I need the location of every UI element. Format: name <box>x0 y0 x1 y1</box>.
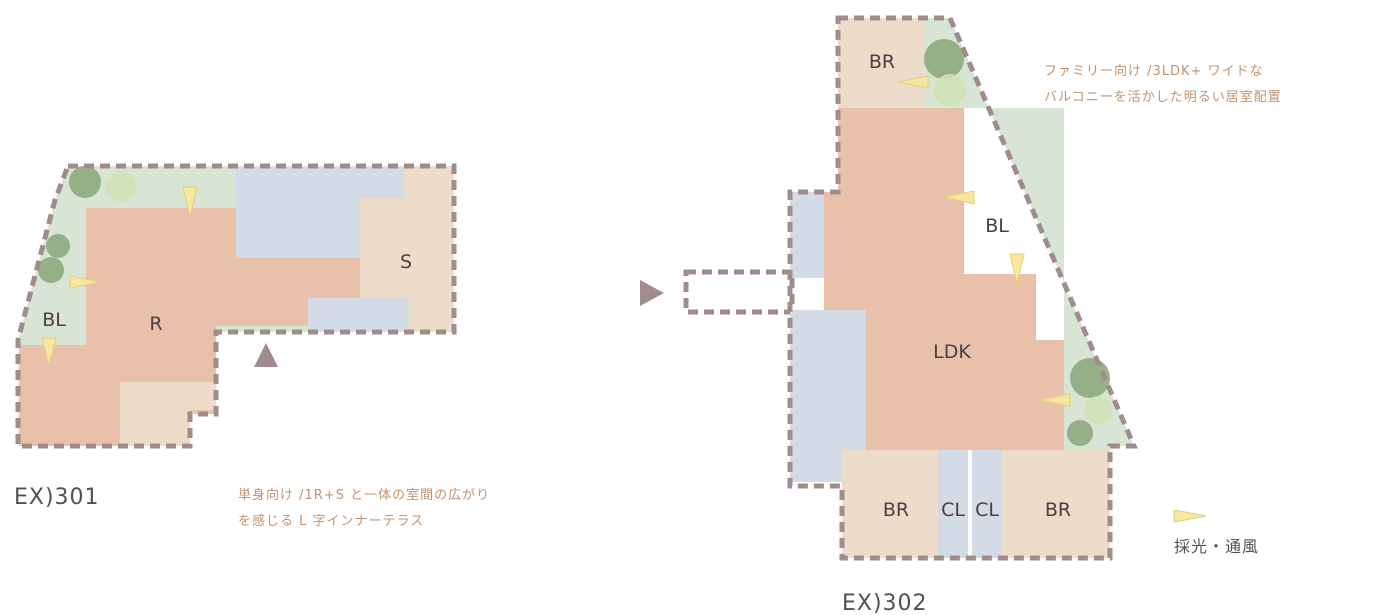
neighbor-block-bottom <box>308 298 408 332</box>
room-label-br-top: BR <box>869 51 895 73</box>
neighbor-block-upper <box>790 192 824 278</box>
light-wedge-icon <box>69 275 101 289</box>
plan-label-ex302: EX)302 <box>842 591 928 615</box>
light-wedge-icon <box>1009 253 1025 285</box>
corridor-outline <box>683 269 795 315</box>
room-label-s: S <box>400 251 412 273</box>
balcony-area <box>838 18 1134 450</box>
room-ldk <box>824 108 1064 450</box>
light-wedge-icon <box>897 75 929 89</box>
room-br-bottom-right <box>1002 450 1110 558</box>
plan-outline <box>15 163 457 449</box>
tree-icon <box>924 39 964 79</box>
room-label-bl: BL <box>42 309 66 331</box>
room-r <box>20 208 360 446</box>
caption-ex301-line2: を感じる L 字インナーテラス <box>238 513 424 529</box>
tree-icon <box>1067 420 1093 446</box>
light-wedge-icon <box>182 186 198 218</box>
light-wedge-icon <box>1039 393 1071 407</box>
room-label-bl: BL <box>985 215 1009 237</box>
light-wedge-icon <box>943 190 975 205</box>
room-label-br-left: BR <box>883 499 909 521</box>
legend-label: 採光・通風 <box>1174 537 1259 556</box>
light-wedge-icon <box>1173 509 1207 523</box>
light-wedge-icon <box>41 337 57 367</box>
closet-left <box>938 450 968 558</box>
room-br-top <box>838 18 924 108</box>
tree-icon <box>46 234 70 258</box>
caption-ex302-line1: ファミリー向け /3LDK+ ワイドな <box>1044 63 1264 79</box>
room-s <box>360 168 452 332</box>
room-label-r: R <box>149 313 162 335</box>
plan-ex301: BL R S EX)301 単身向け /1R+S と一体の室間の広がり を感じる… <box>14 163 490 529</box>
entrance-arrow-icon <box>254 343 278 367</box>
room-label-br-right: BR <box>1045 499 1071 521</box>
closet-right <box>972 450 1002 558</box>
tree-icon <box>1084 396 1112 424</box>
room-label-cl-left: CL <box>941 499 965 521</box>
room-label-ldk: LDK <box>933 341 971 363</box>
tree-icon <box>106 172 136 202</box>
legend: 採光・通風 <box>1173 509 1259 556</box>
plan-outline <box>787 15 1138 561</box>
tree-icon <box>1070 358 1110 398</box>
plan-label-ex301: EX)301 <box>14 485 100 510</box>
tree-icon <box>38 257 64 283</box>
room-br-bottom-left <box>842 450 938 558</box>
caption-ex301-line1: 単身向け /1R+S と一体の室間の広がり <box>238 487 490 503</box>
room-label-cl-right: CL <box>975 499 999 521</box>
direction-arrow-icon <box>640 280 664 306</box>
neighbor-block-top <box>236 168 404 258</box>
caption-ex302-line2: バルコニーを活かした明るい居室配置 <box>1044 89 1282 105</box>
plan-ex302: BR BL LDK BR CL CL BR EX)302 ファミリー向け /3L… <box>683 15 1282 615</box>
tree-icon <box>934 74 966 106</box>
tree-icon <box>69 166 101 198</box>
storage-bottom <box>120 382 216 446</box>
